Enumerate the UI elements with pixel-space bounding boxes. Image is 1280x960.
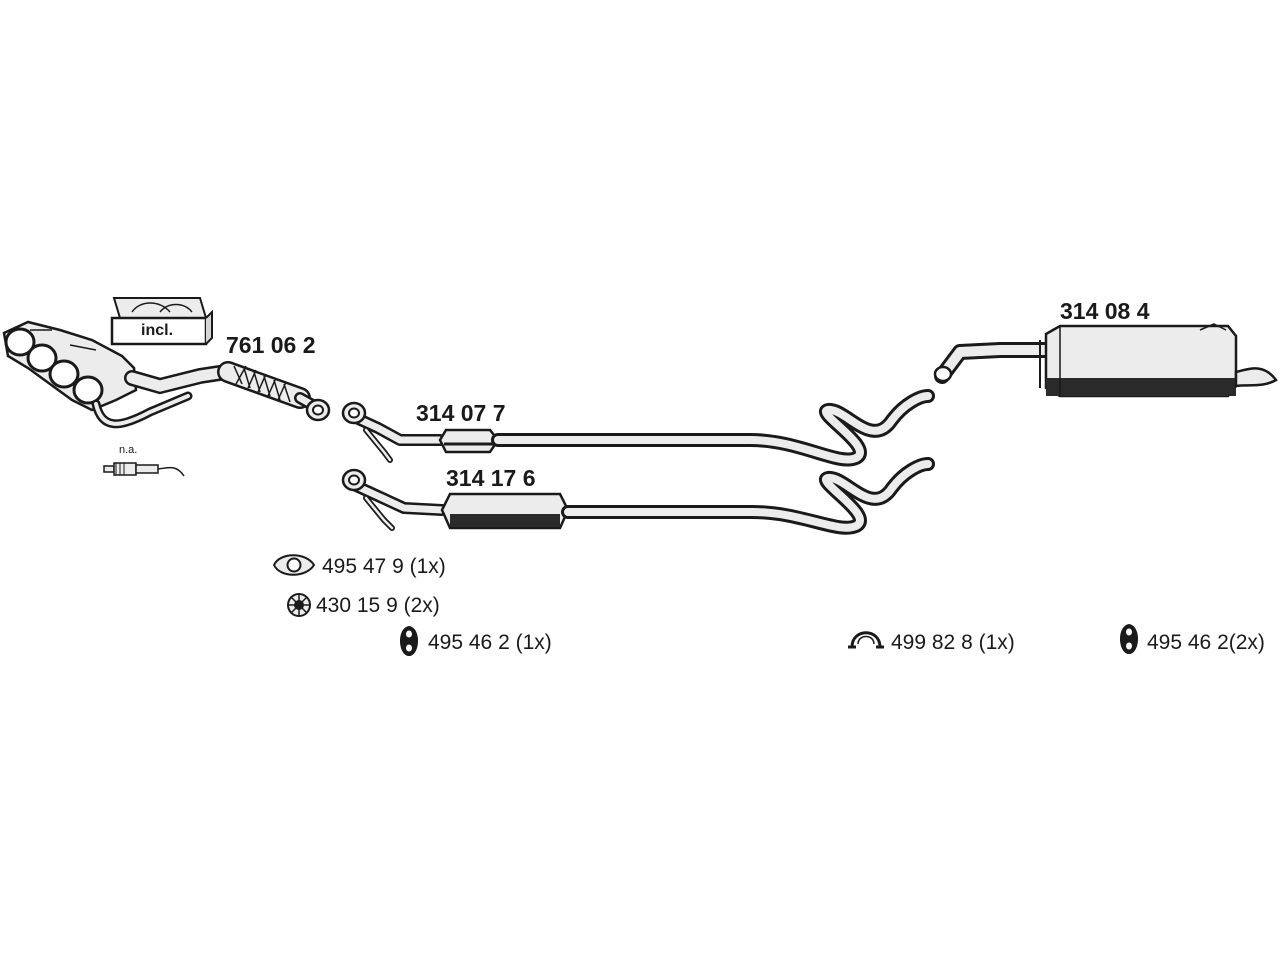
- accessory-clamp-label: 499 82 8 (1x): [891, 631, 1015, 654]
- incl-label: incl.: [141, 322, 174, 339]
- na-label: n.a.: [119, 444, 138, 456]
- accessory-gasket-label: 495 47 9 (1x): [322, 555, 446, 578]
- accessory-rubber-mount-label: 495 46 2 (1x): [428, 631, 552, 654]
- clamp-icon: [848, 631, 884, 649]
- part-number-front-pipe-b: 314 17 6: [446, 465, 536, 491]
- spring-bolt-icon: [287, 593, 311, 617]
- rubber-mount-icon: [399, 626, 419, 656]
- rubber-mount-icon: [1119, 624, 1139, 654]
- accessory-spring-bolt-label: 430 15 9 (2x): [316, 594, 440, 617]
- gasket-kit-box: [110, 297, 213, 346]
- part-number-manifold: 761 06 2: [226, 332, 316, 358]
- exhaust-manifold: [2, 320, 331, 429]
- front-pipe-314077: [341, 389, 935, 467]
- part-number-rear-silencer: 314 08 4: [1060, 298, 1150, 324]
- part-number-front-pipe-a: 314 07 7: [416, 400, 506, 426]
- gasket-icon: [272, 554, 316, 576]
- lambda-sensor: [103, 462, 185, 477]
- front-pipe-314176: [341, 457, 935, 535]
- accessory-rubber-mount-rear-label: 495 46 2(2x): [1147, 631, 1265, 654]
- rear-silencer: [933, 323, 1278, 398]
